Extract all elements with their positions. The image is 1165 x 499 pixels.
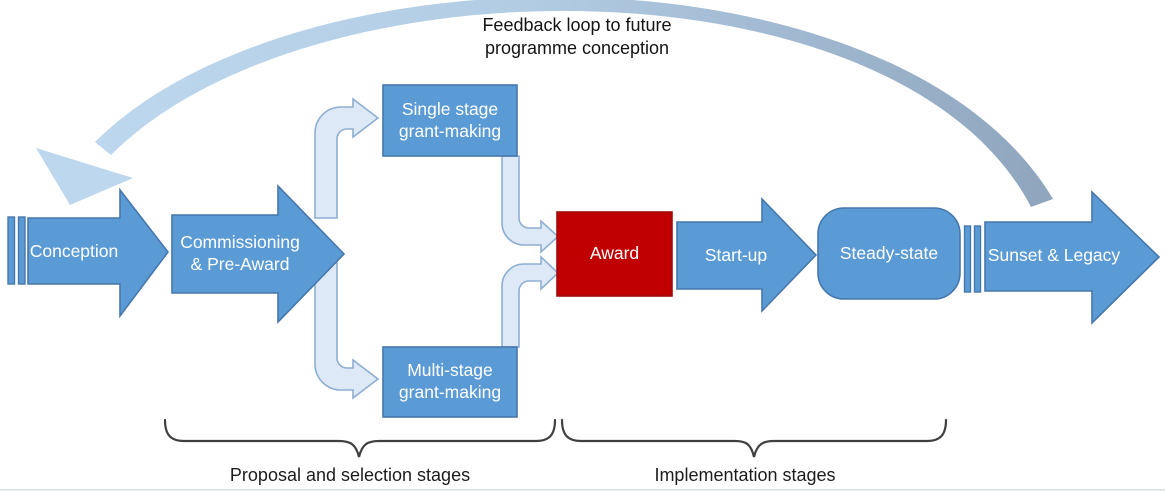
multi-stage-box-shape: [382, 346, 518, 418]
sunset-arrow-shape: [984, 190, 1161, 325]
award-box-shape: [556, 211, 673, 297]
conception-arrow-shape: [27, 187, 170, 319]
feedback-loop-arrowhead-icon: [36, 148, 133, 205]
bottom-divider-line: [0, 489, 1165, 491]
conception-bar-2: [17, 216, 26, 285]
proposal-brace: [163, 418, 557, 458]
conception-bar-1: [7, 216, 16, 285]
connector-down-elbow-arrow: [314, 254, 380, 400]
feedback-loop-arc: [95, 0, 1053, 207]
connector-multi-to-award-arrow: [501, 255, 560, 348]
startup-arrow-shape: [676, 197, 818, 313]
steady-state-box-shape: [817, 207, 961, 300]
implementation-brace: [560, 418, 948, 458]
commissioning-arrow-shape: [171, 184, 346, 324]
connector-up-elbow-arrow: [314, 97, 380, 219]
sunset-bar-2: [973, 225, 982, 293]
single-stage-box-shape: [382, 84, 518, 157]
connector-single-to-award-arrow: [501, 155, 560, 254]
sunset-bar-1: [963, 225, 972, 293]
